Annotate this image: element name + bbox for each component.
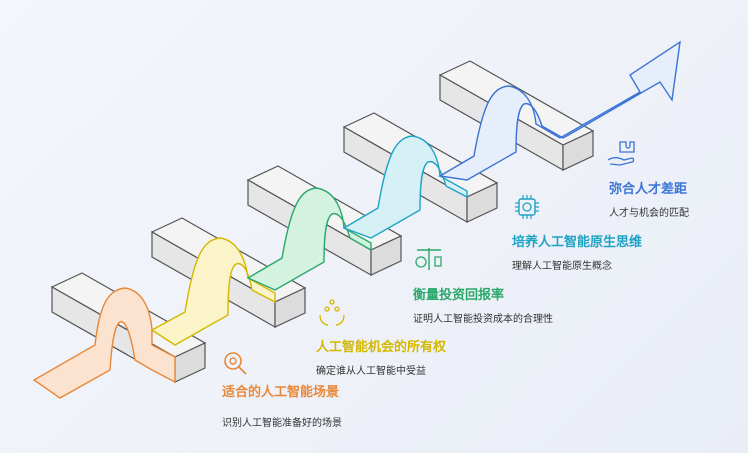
- ribbon-segment-5-arrow: [437, 40, 681, 181]
- balance-scale-icon: [415, 248, 442, 270]
- ribbon-segment-4: [342, 135, 468, 239]
- step-4-title: 培养人工智能原生思维: [512, 235, 643, 250]
- ribbon-segment-2: [150, 237, 276, 346]
- step-2-title: 人工智能机会的所有权: [316, 340, 447, 355]
- chip-icon: [515, 195, 539, 219]
- step-2-desc: 确定谁从人工智能中受益: [316, 366, 426, 377]
- hands-network-icon: [319, 299, 345, 326]
- step-3-title: 衡量投资回报率: [413, 288, 505, 303]
- ribbon-segment-3: [246, 187, 372, 291]
- puzzle-hand-icon: [607, 141, 635, 166]
- step-5-title: 弥合人才差距: [609, 182, 688, 197]
- step-3-desc: 证明人工智能投资成本的合理性: [413, 314, 553, 325]
- step-1-title: 适合的人工智能场景: [222, 385, 340, 400]
- search-gear-icon: [224, 352, 247, 375]
- step-5-desc: 人才与机会的匹配: [609, 208, 689, 219]
- step-4-desc: 理解人工智能原生概念: [512, 261, 612, 272]
- ribbon-segment-1: [32, 287, 176, 399]
- step-1-desc: 识别人工智能准备好的场景: [222, 418, 342, 429]
